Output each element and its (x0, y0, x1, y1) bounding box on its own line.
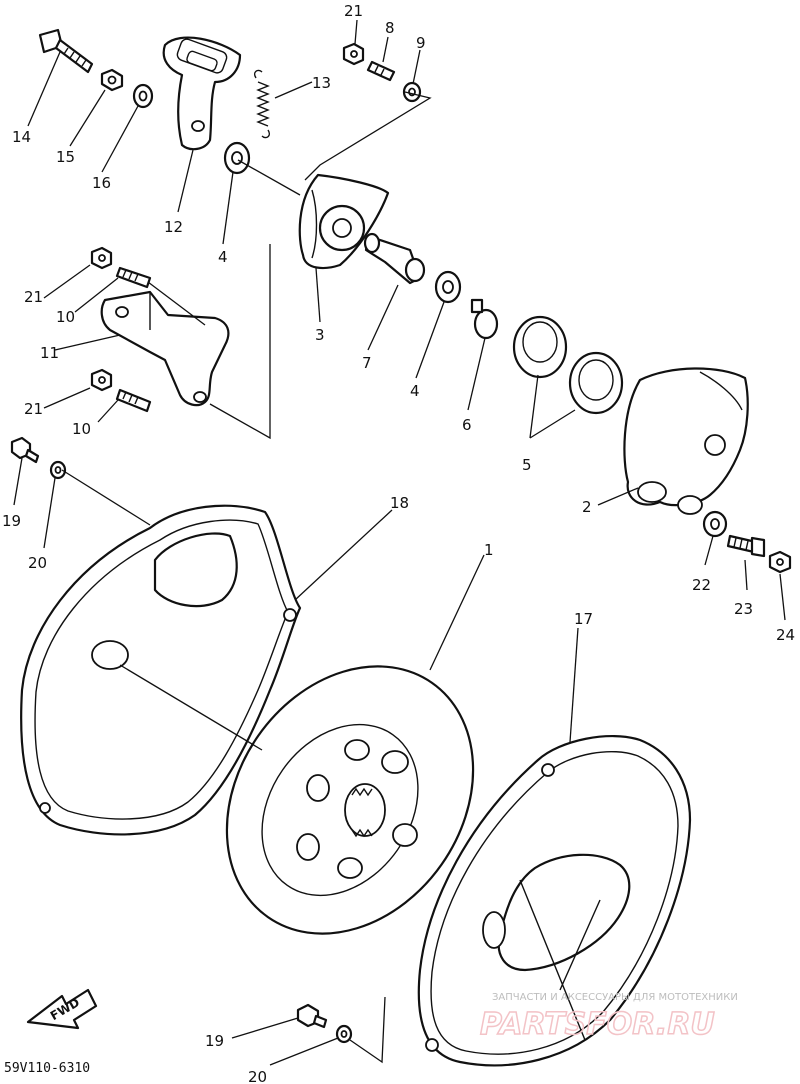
callout-18: 18 (390, 494, 409, 512)
part-3-bracket (298, 173, 390, 270)
callout-10-upper: 10 (56, 308, 75, 326)
callout-14: 14 (12, 128, 31, 146)
callout-13: 13 (312, 74, 331, 92)
callout-10-lower: 10 (72, 420, 91, 438)
part-21-nut-left-lower (90, 368, 113, 392)
part-16-washer (132, 83, 154, 109)
callout-24: 24 (776, 626, 795, 644)
part-4-washer-upper (223, 141, 251, 175)
part-7-shaft (363, 232, 426, 285)
callout-11: 11 (40, 344, 59, 362)
part-10-stud-upper (115, 266, 152, 289)
part-19-screw-bottom (296, 1003, 328, 1029)
callout-9: 9 (416, 34, 426, 52)
callout-3: 3 (315, 326, 325, 344)
callout-7: 7 (362, 354, 372, 372)
part-14-bolt (38, 28, 94, 74)
callout-4-upper: 4 (218, 248, 228, 266)
callout-22: 22 (692, 576, 711, 594)
callout-15: 15 (56, 148, 75, 166)
leader-lines (13, 19, 786, 1066)
part-18-cover-plate (20, 504, 302, 836)
callout-16: 16 (92, 174, 111, 192)
part-12-lever (162, 36, 242, 151)
part-10-stud-lower (115, 388, 152, 413)
callout-8: 8 (385, 19, 395, 37)
part-6-pin (470, 298, 499, 340)
callout-1: 1 (484, 541, 494, 559)
callout-23: 23 (734, 600, 753, 618)
part-20-washer-left (49, 460, 67, 480)
callout-21-top: 21 (344, 2, 363, 20)
callout-19-bottom: 19 (205, 1032, 224, 1050)
part-20-washer-bottom (335, 1024, 353, 1044)
part-21-nut-top (342, 42, 365, 66)
callout-6: 6 (462, 416, 472, 434)
part-8-stud (366, 60, 396, 82)
part-17-backing-plate (417, 734, 692, 1067)
callout-21-mid-upper: 21 (24, 288, 43, 306)
callout-12: 12 (164, 218, 183, 236)
part-1-brake-disc (225, 665, 475, 935)
part-5-pistons (512, 315, 624, 415)
part-2-caliper (623, 367, 749, 515)
callout-20-bottom: 20 (248, 1068, 267, 1084)
watermark-tagline: ЗАПЧАСТИ И АКСЕССУАРЫ ДЛЯ МОТОТЕХНИКИ (492, 992, 738, 1003)
watermark: ЗАПЧАСТИ И АКСЕССУАРЫ ДЛЯ МОТОТЕХНИКИ PA… (479, 992, 738, 1043)
callout-20-left: 20 (28, 554, 47, 572)
part-19-screw-left (10, 436, 40, 464)
callout-21-mid-lower: 21 (24, 400, 43, 418)
part-13-spring (253, 69, 271, 139)
callout-4-lower: 4 (410, 382, 420, 400)
part-21-nut-left-upper (90, 246, 113, 270)
fwd-arrow: FWD (26, 988, 98, 1030)
part-11-mount-bracket (100, 290, 230, 407)
callout-5: 5 (522, 456, 532, 474)
drawing-code: 59V110-6310 (4, 1061, 90, 1076)
part-23-bolt (726, 534, 766, 558)
callout-2: 2 (582, 498, 592, 516)
part-4-washer-lower (434, 270, 462, 304)
part-24-nut (768, 550, 792, 574)
watermark-logo: PARTSFOR.RU (480, 1007, 715, 1042)
part-22-washer (702, 510, 728, 538)
part-15-nut (100, 68, 124, 92)
callout-17: 17 (574, 610, 593, 628)
assembly-lines (61, 91, 432, 1064)
callout-19-left: 19 (2, 512, 21, 530)
